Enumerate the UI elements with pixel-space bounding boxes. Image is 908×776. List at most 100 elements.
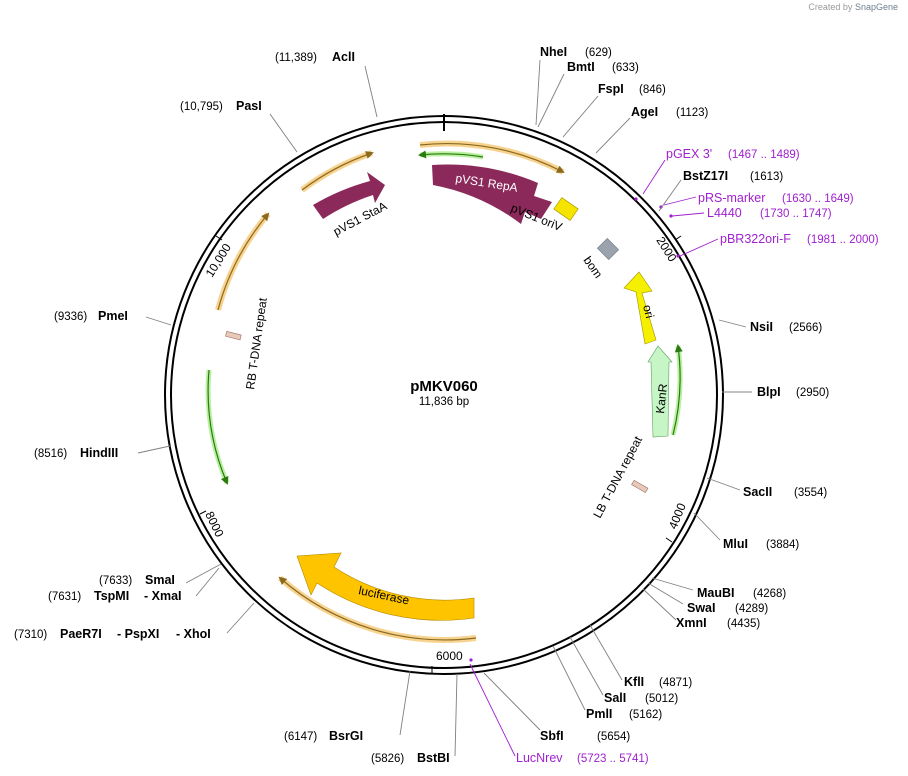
enzyme-pos-tspmi: (7631) bbox=[48, 591, 81, 603]
enzyme-name-bmti: BmtI bbox=[567, 60, 595, 74]
credit-prefix: Created by bbox=[808, 2, 853, 12]
enzyme-bstz17i[interactable]: BstZ17I (1613) bbox=[683, 169, 783, 183]
primer-prs-marker[interactable]: pRS-marker (1630 .. 1649) bbox=[698, 191, 854, 205]
enzyme-pos-nhei: (629) bbox=[585, 47, 612, 59]
plasmid-length: 11,836 bp bbox=[419, 396, 469, 408]
primer-range-pbr322ori-f: (1981 .. 2000) bbox=[807, 234, 879, 246]
backbone bbox=[164, 115, 724, 675]
enzyme-pasi[interactable]: (10,795) PasI bbox=[180, 99, 262, 113]
feature-pvs1-repa[interactable]: pVS1 RepA bbox=[432, 164, 552, 224]
feature-rb-tdna[interactable]: RB T-DNA repeat bbox=[225, 296, 270, 390]
tick-8000 bbox=[199, 510, 207, 515]
orf-arc-top-line bbox=[419, 142, 565, 173]
tick-2000 bbox=[674, 235, 682, 241]
primer-marks bbox=[469, 197, 680, 662]
enzyme-name-swai: SwaI bbox=[687, 601, 716, 615]
orf-arc-green-left-line bbox=[207, 369, 229, 485]
enzyme-sali[interactable]: SalI (5012) bbox=[604, 691, 678, 705]
enzyme-hindiii[interactable]: (8516) HindIII bbox=[34, 446, 118, 460]
enzyme-blpi[interactable]: BlpI (2950) bbox=[757, 385, 829, 399]
enzyme-name-nhei: NheI bbox=[540, 45, 567, 59]
enzyme-sbfi[interactable]: SbfI (5654) bbox=[540, 729, 630, 743]
enzyme-name-bstbi: BstBI bbox=[417, 751, 450, 765]
enzyme-pos-maubi: (4268) bbox=[753, 588, 786, 600]
enzyme-nhei[interactable]: NheI (629) bbox=[540, 45, 612, 59]
feature-label-kanr: KanR bbox=[653, 383, 670, 415]
enzyme-pmei[interactable]: (9336) PmeI bbox=[54, 309, 128, 323]
enzyme-labels: (11,389) AclI (10,795) PasI NheI (629) B… bbox=[14, 45, 829, 765]
feature-bom[interactable]: bom bbox=[581, 237, 620, 281]
enzyme-agei[interactable]: AgeI (1123) bbox=[631, 105, 709, 119]
enzyme-pos-kfli: (4871) bbox=[659, 677, 692, 689]
enzyme-acli[interactable]: (11,389) AclI bbox=[275, 50, 355, 64]
primer-pgex3[interactable]: pGEX 3' (1467 .. 1489) bbox=[666, 147, 800, 161]
enzyme-name-pmei: PmeI bbox=[98, 309, 128, 323]
enzyme-name-sali: SalI bbox=[604, 691, 626, 705]
primer-range-lucnrev: (5723 .. 5741) bbox=[577, 753, 649, 765]
enzyme-bstbi[interactable]: (5826) BstBI bbox=[371, 751, 450, 765]
enzyme-name-tspmi: TspMI bbox=[94, 589, 129, 603]
enzyme-smai[interactable]: (7633) SmaI bbox=[99, 573, 175, 587]
primer-name-pbr322ori-f: pBR322ori-F bbox=[720, 232, 791, 246]
enzyme-name-sbfi: SbfI bbox=[540, 729, 564, 743]
enzyme-pos-bsrgi: (6147) bbox=[284, 731, 317, 743]
enzyme-kfli[interactable]: KflI (4871) bbox=[624, 675, 692, 689]
enzyme-name-sacii: SacII bbox=[743, 485, 772, 499]
tick-4000 bbox=[665, 537, 673, 543]
enzyme-name-blpi: BlpI bbox=[757, 385, 781, 399]
enzyme-mlui[interactable]: MluI (3884) bbox=[723, 537, 799, 551]
enzyme-swai[interactable]: SwaI (4289) bbox=[687, 601, 768, 615]
enzyme-fspi[interactable]: FspI (846) bbox=[598, 82, 666, 96]
enzyme-paer7i[interactable]: (7310) PaeR7I - PspXI - XhoI bbox=[14, 627, 211, 641]
feature-label-rb-tdna: RB T-DNA repeat bbox=[243, 296, 270, 390]
enzyme-name-maubi: MauBI bbox=[697, 586, 735, 600]
primer-labels: pGEX 3' (1467 .. 1489) pRS-marker (1630 … bbox=[516, 147, 879, 765]
enzyme-pos-pasi: (10,795) bbox=[180, 101, 223, 113]
enzyme-sacii[interactable]: SacII (3554) bbox=[743, 485, 827, 499]
enzyme-pos-sali: (5012) bbox=[645, 693, 678, 705]
enzyme-pos-xmni: (4435) bbox=[727, 618, 760, 630]
enzyme-name-agei: AgeI bbox=[631, 105, 658, 119]
snapgene-credit: Created by SnapGene bbox=[808, 2, 898, 12]
primer-pbr322ori-f[interactable]: pBR322ori-F (1981 .. 2000) bbox=[720, 232, 879, 246]
enzyme-name-nsii: NsiI bbox=[750, 320, 773, 334]
primer-l4440[interactable]: L4440 (1730 .. 1747) bbox=[707, 206, 832, 220]
enzyme-pos-smai: (7633) bbox=[99, 575, 132, 587]
enzyme-bsrgi[interactable]: (6147) BsrGI bbox=[284, 729, 363, 743]
enzyme-tspmi[interactable]: (7631) TspMI - XmaI bbox=[48, 589, 182, 603]
enzyme-pmli[interactable]: PmlI (5162) bbox=[586, 707, 662, 721]
feature-lb-tdna[interactable]: LB T-DNA repeat bbox=[590, 433, 649, 520]
primer-name-l4440: L4440 bbox=[707, 206, 742, 220]
enzyme-pos-sacii: (3554) bbox=[794, 487, 827, 499]
enzyme-maubi[interactable]: MauBI (4268) bbox=[697, 586, 786, 600]
orf-arc-bottom-line bbox=[278, 576, 477, 641]
enzyme-pos-agei: (1123) bbox=[676, 107, 709, 119]
plasmid-name: pMKV060 bbox=[410, 378, 478, 395]
enzyme-pos-sbfi: (5654) bbox=[597, 731, 630, 743]
tick-label-8000: 8000 bbox=[202, 509, 226, 539]
orf-arc-left-line bbox=[217, 212, 270, 311]
orf-arc-green-right-line bbox=[672, 344, 683, 436]
enzyme-name-paer7i: PaeR7I bbox=[60, 627, 102, 641]
primer-range-pgex3: (1467 .. 1489) bbox=[728, 149, 800, 161]
primer-range-l4440: (1730 .. 1747) bbox=[760, 208, 832, 220]
feature-ori[interactable]: ori bbox=[623, 271, 657, 345]
primer-lucnrev[interactable]: LucNrev (5723 .. 5741) bbox=[516, 751, 649, 765]
enzyme-leaders bbox=[137, 59, 752, 757]
enzyme-xmni[interactable]: XmnI (4435) bbox=[676, 616, 760, 630]
enzyme-name-bsrgi: BsrGI bbox=[329, 729, 363, 743]
enzyme-name-acli: AclI bbox=[332, 50, 355, 64]
feature-pvs1-staa[interactable]: pVS1 StaA bbox=[313, 172, 389, 239]
feature-label-bom: bom bbox=[581, 254, 606, 281]
primer-name-pgex3: pGEX 3' bbox=[666, 147, 712, 161]
enzyme-bmti[interactable]: BmtI (633) bbox=[567, 60, 639, 74]
enzyme-name-fspi: FspI bbox=[598, 82, 624, 96]
enzyme-pos-mlui: (3884) bbox=[766, 539, 799, 551]
feature-kanr[interactable]: KanR bbox=[647, 345, 673, 438]
enzyme-pos-blpi: (2950) bbox=[796, 387, 829, 399]
orf-arc-green-top-line bbox=[418, 150, 484, 159]
enzyme-nsii[interactable]: NsiI (2566) bbox=[750, 320, 822, 334]
enzyme-name-bstz17i: BstZ17I bbox=[683, 169, 728, 183]
feature-label-ori: ori bbox=[640, 303, 657, 319]
